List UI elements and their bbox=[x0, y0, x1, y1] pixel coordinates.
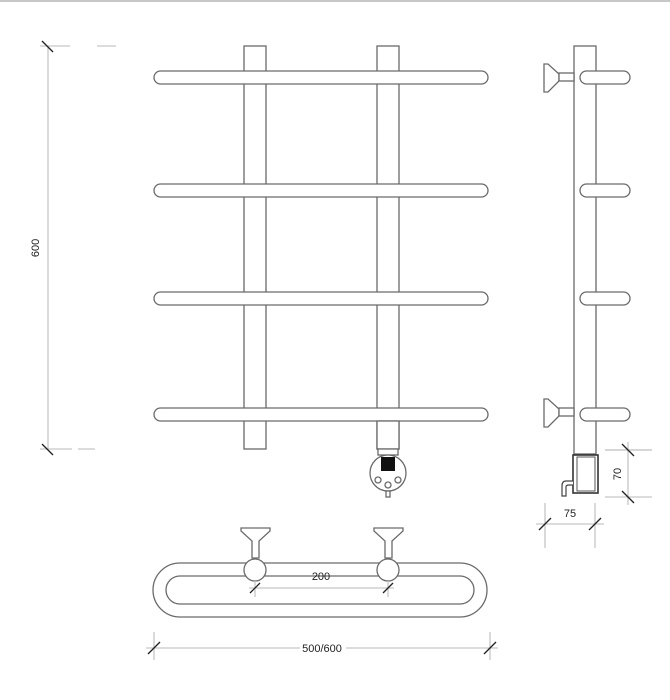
height-label: 600 bbox=[30, 239, 42, 257]
heater-box-icon bbox=[561, 454, 599, 497]
top-border bbox=[0, 0, 670, 2]
front-view bbox=[153, 45, 489, 498]
bar-1 bbox=[153, 70, 489, 85]
heater-height-label: 70 bbox=[612, 468, 624, 480]
wall-bracket-icon bbox=[240, 527, 271, 582]
heater-depth-dim: 75 bbox=[536, 503, 604, 548]
bar-2 bbox=[153, 183, 489, 198]
bar-3 bbox=[153, 291, 489, 306]
bar-4 bbox=[153, 407, 489, 422]
wall-bracket-icon bbox=[543, 63, 575, 93]
right-post bbox=[376, 45, 400, 450]
heater-height-dim: 70 bbox=[605, 442, 652, 505]
side-post bbox=[573, 45, 597, 455]
wall-bracket-icon bbox=[373, 527, 404, 582]
wall-bracket-icon bbox=[543, 398, 575, 428]
heater-element-icon bbox=[369, 454, 407, 498]
post-spacing-label: 200 bbox=[312, 571, 330, 583]
height-dimension: 600 bbox=[30, 40, 116, 456]
width-dimension: 500/600 bbox=[146, 632, 498, 660]
side-view bbox=[543, 45, 652, 497]
top-view: 200 bbox=[152, 527, 488, 618]
heater-depth-label: 75 bbox=[564, 508, 576, 520]
width-label: 500/600 bbox=[302, 643, 342, 655]
left-post bbox=[243, 45, 267, 450]
